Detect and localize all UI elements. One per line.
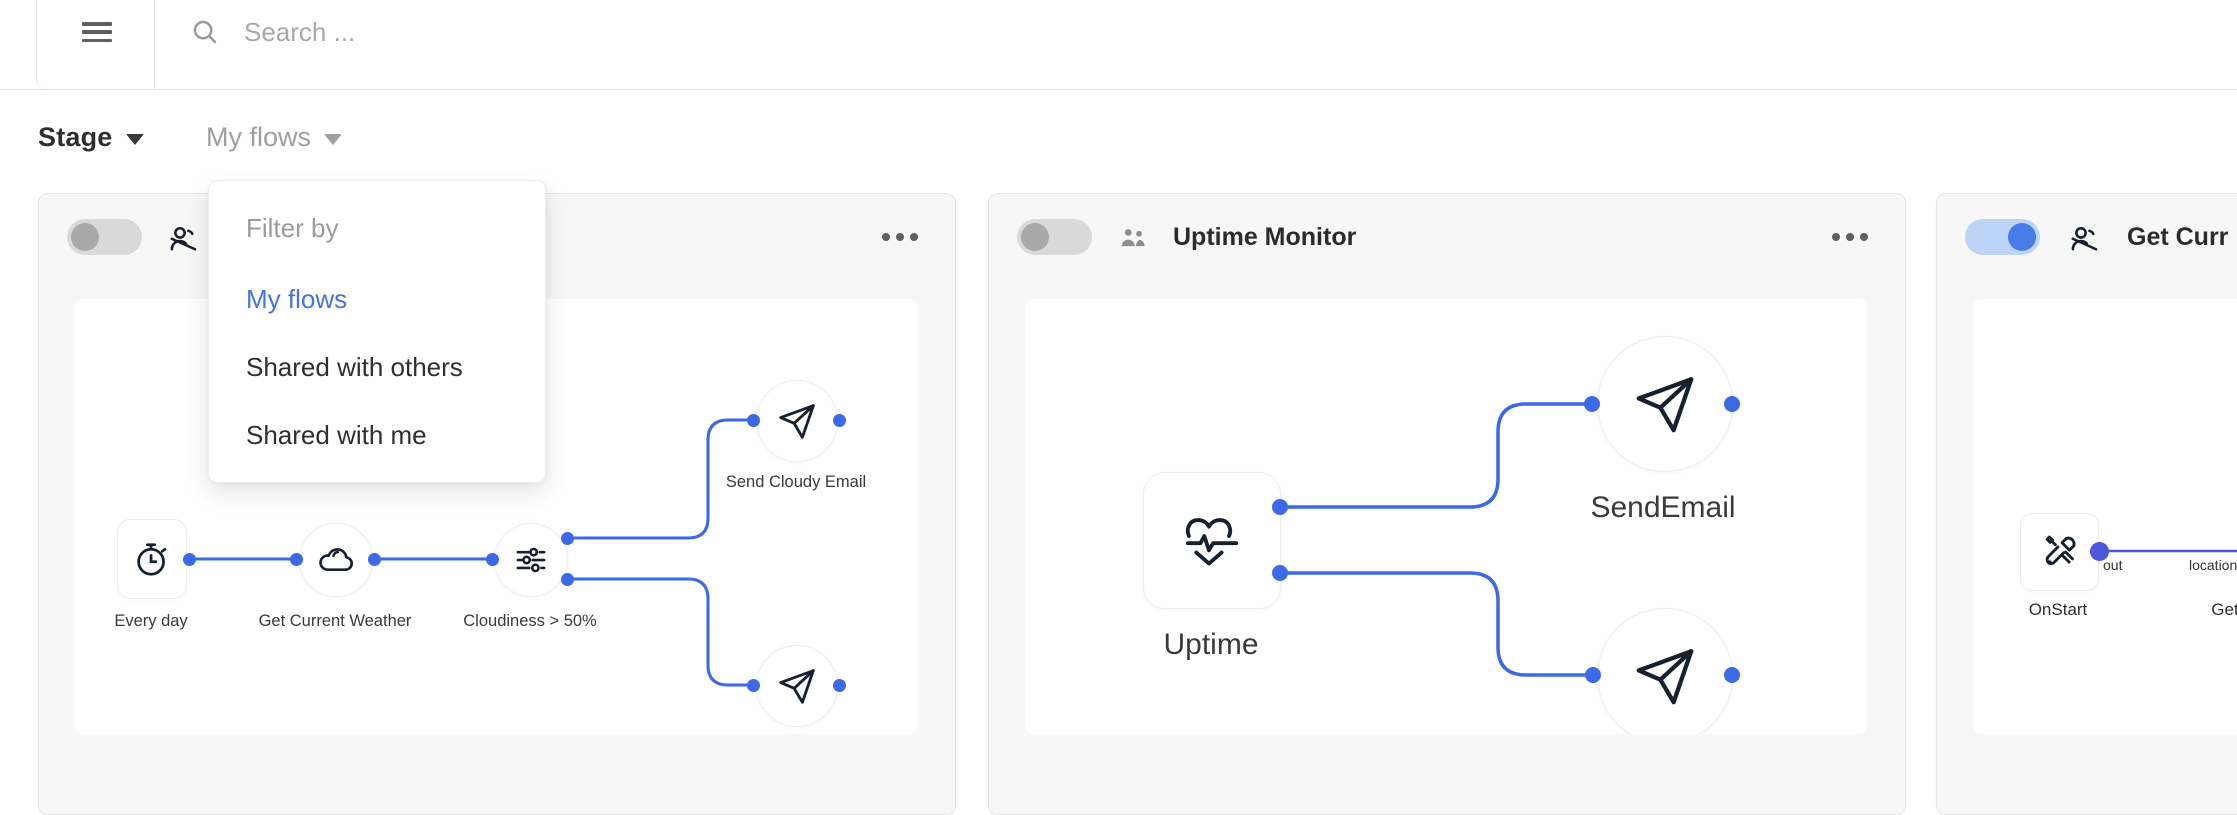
card-menu-button[interactable] — [882, 219, 918, 255]
dropdown-option-my-flows[interactable]: My flows — [246, 284, 348, 314]
flow-canvas[interactable]: Uptime SendEmail — [1025, 299, 1867, 734]
output-port[interactable] — [1272, 499, 1288, 515]
node-label: Uptime — [1163, 628, 1259, 661]
dropdown-option-shared-with-me[interactable]: Shared with me — [246, 420, 427, 450]
flow-filter-label: My flows — [206, 122, 312, 152]
node-label: OnStart — [2028, 600, 2088, 619]
input-port[interactable] — [1585, 667, 1601, 683]
card-title: Get Curr — [2127, 223, 2229, 251]
node-every-day[interactable] — [117, 519, 187, 599]
card-title: Uptime Monitor — [1173, 223, 1357, 251]
not-shared-icon — [170, 226, 197, 251]
input-port[interactable] — [290, 553, 303, 566]
flow-wires — [2099, 549, 2237, 553]
hamburger-menu-icon[interactable] — [82, 22, 112, 43]
input-port[interactable] — [747, 679, 760, 692]
not-shared-icon — [2071, 226, 2098, 251]
node-label: Get Current Weather — [258, 612, 412, 630]
top-bar — [0, 0, 2237, 90]
flow-enabled-toggle[interactable] — [1017, 219, 1092, 255]
node-send-email[interactable] — [1597, 336, 1733, 472]
chevron-down-icon — [324, 134, 343, 145]
send-icon — [779, 669, 815, 704]
flow-wires — [1280, 402, 1593, 677]
input-port[interactable] — [486, 553, 499, 566]
send-icon — [1636, 649, 1694, 705]
node-send-email-2[interactable] — [756, 645, 838, 727]
menu-button-container — [36, 0, 155, 89]
flow-filter-dropdown-trigger[interactable]: My flows — [206, 122, 343, 153]
output-port[interactable] — [561, 532, 574, 545]
node-label: Send Cloudy Email — [725, 473, 867, 491]
search-icon — [193, 20, 217, 44]
cloud-icon — [319, 548, 353, 571]
shared-users-icon — [1121, 229, 1145, 247]
heart-pulse-icon — [1185, 517, 1239, 565]
dropdown-option-shared-with-others[interactable]: Shared with others — [246, 352, 463, 382]
output-port[interactable] — [833, 679, 846, 692]
filter-row: Stage My flows — [0, 115, 2237, 159]
dropdown-heading: Filter by — [246, 213, 339, 243]
flow-canvas[interactable]: OnStart out location Get — [1973, 299, 2237, 734]
node-label: Every day — [114, 612, 188, 630]
workspace-dropdown-trigger[interactable]: Stage — [38, 122, 144, 153]
flow-filter-dropdown: Filter by My flows Shared with others Sh… — [208, 180, 546, 483]
node-uptime[interactable] — [1143, 472, 1281, 609]
node-label: SendEmail — [1590, 491, 1736, 524]
node-get-current-weather[interactable] — [299, 523, 373, 597]
flow-enabled-toggle[interactable] — [67, 219, 142, 255]
sliders-icon — [516, 547, 546, 573]
node-send-email-2[interactable] — [1597, 608, 1733, 734]
search-input[interactable] — [242, 15, 766, 49]
output-port[interactable] — [368, 553, 381, 566]
flow-enabled-toggle[interactable] — [1965, 219, 2040, 255]
output-port[interactable] — [1724, 667, 1740, 683]
workspace-label: Stage — [38, 122, 113, 152]
port-label-location: location — [2189, 557, 2237, 573]
tools-icon — [2045, 535, 2076, 565]
flow-card-uptime-monitor: Uptime Monitor Uptime — [988, 193, 1906, 815]
output-port[interactable] — [833, 414, 846, 427]
output-port[interactable] — [1272, 565, 1288, 581]
card-menu-button[interactable] — [1832, 219, 1868, 255]
node-label: Get — [2211, 600, 2237, 619]
search-bar — [190, 10, 766, 54]
node-label: Cloudiness > 50% — [463, 612, 597, 630]
node-onstart[interactable] — [2020, 513, 2099, 591]
output-port[interactable] — [1724, 396, 1740, 412]
flow-wires — [189, 418, 753, 687]
output-port[interactable] — [183, 553, 196, 566]
input-port[interactable] — [1584, 396, 1600, 412]
flow-card-get-current: Get Curr OnStart out location Get — [1936, 193, 2237, 815]
input-port[interactable] — [747, 414, 760, 427]
node-cloudiness-switch[interactable] — [494, 523, 568, 597]
send-icon — [1636, 377, 1694, 433]
send-icon — [779, 404, 815, 439]
output-port[interactable] — [561, 573, 574, 586]
timer-icon — [137, 543, 167, 576]
output-port[interactable] — [2090, 542, 2109, 561]
chevron-down-icon — [125, 134, 144, 145]
port-label-out: out — [2103, 557, 2123, 573]
node-send-cloudy-email[interactable] — [756, 380, 838, 462]
